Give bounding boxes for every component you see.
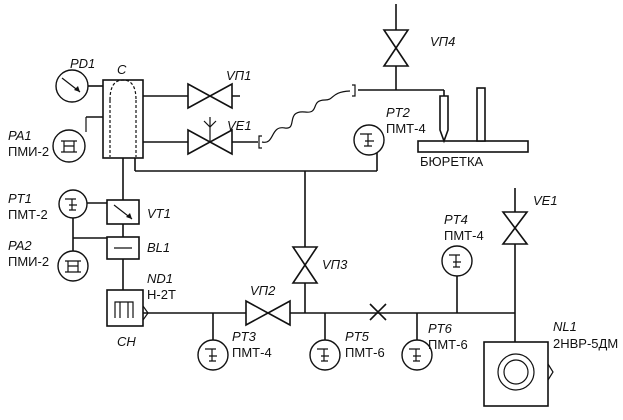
pt4-label: PT4	[444, 212, 468, 227]
pipelines	[72, 4, 516, 342]
vp2-valve-icon	[245, 299, 291, 327]
pt2-label: PT2	[386, 105, 411, 120]
pt1-type: ПМТ-2	[8, 207, 48, 222]
vp3-valve-icon	[291, 246, 319, 284]
pt5-gauge-icon	[309, 339, 341, 371]
nd1-pump-icon	[106, 289, 149, 327]
nd1-type: Н-2Т	[147, 287, 176, 302]
nl1-type: 2НВР-5ДМ	[553, 336, 618, 351]
pa2-gauge-icon	[57, 250, 89, 282]
pt1-gauge-icon	[58, 189, 88, 219]
pt5-type: ПМТ-6	[345, 345, 385, 360]
hose-icon	[258, 84, 356, 149]
vp3-label: VП3	[322, 257, 348, 272]
ve1-top-valve-icon	[187, 117, 233, 156]
pt6-label: PT6	[428, 321, 453, 336]
vp2-label: VП2	[250, 283, 276, 298]
pa1-type: ПМИ-2	[8, 144, 49, 159]
column-c-label: C	[117, 62, 127, 77]
nd1-label: ND1	[147, 271, 173, 286]
nl1-pump-icon	[483, 341, 554, 407]
pt6-gauge-icon	[401, 339, 433, 371]
ve1-top-label: VE1	[227, 118, 252, 133]
vp4-valve-icon	[382, 29, 410, 67]
vt1-trap-icon	[106, 199, 140, 225]
pt1-label: PT1	[8, 191, 32, 206]
vp4-label: VП4	[430, 34, 455, 49]
bl1-block-icon	[106, 236, 140, 260]
vp1-label: VП1	[226, 68, 251, 83]
bl1-label: BL1	[147, 240, 170, 255]
pt4-type: ПМТ-4	[444, 228, 484, 243]
pd1-label: PD1	[70, 56, 95, 71]
pt3-type: ПМТ-4	[232, 345, 272, 360]
pt6-type: ПМТ-6	[428, 337, 468, 352]
vt1-label: VT1	[147, 206, 171, 221]
ve1-right-valve-icon	[501, 211, 529, 245]
cross-fitting-icon	[369, 303, 387, 321]
pt2-gauge-icon	[353, 124, 385, 156]
burette-icon	[417, 87, 529, 153]
pa2-type: ПМИ-2	[8, 254, 49, 269]
ve1-right-label: VE1	[533, 193, 558, 208]
pt4-gauge-icon	[441, 245, 473, 277]
pt3-label: PT3	[232, 329, 257, 344]
buretka-label: БЮРЕТКА	[420, 154, 484, 169]
nl1-label: NL1	[553, 319, 577, 334]
pt3-gauge-icon	[197, 339, 229, 371]
ch-label: CH	[117, 334, 136, 349]
pa1-label: PA1	[8, 128, 32, 143]
pd1-gauge-icon	[55, 69, 89, 103]
column-c	[102, 79, 144, 159]
pa2-label: PA2	[8, 238, 32, 253]
vp1-valve-icon	[187, 82, 233, 110]
pt5-label: PT5	[345, 329, 370, 344]
pa1-gauge-icon	[52, 117, 87, 163]
pt2-type: ПМТ-4	[386, 121, 426, 136]
